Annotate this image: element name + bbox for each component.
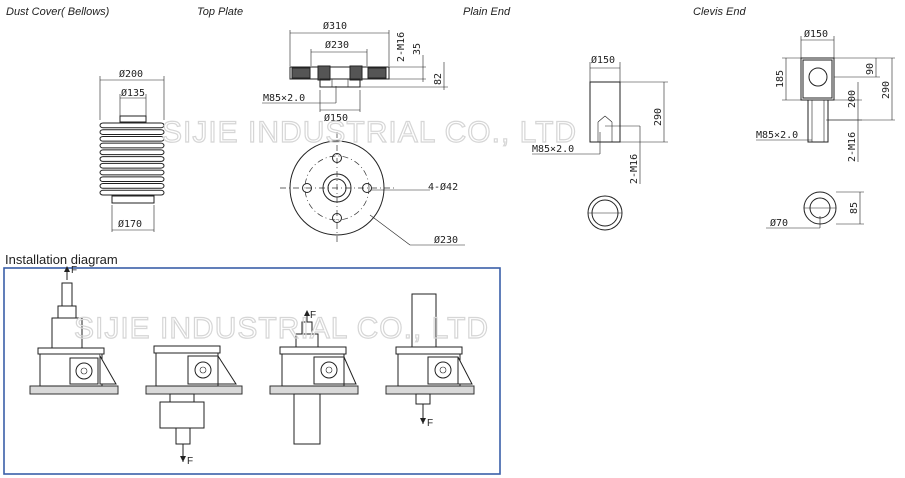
- plate-d150: Ø150: [324, 112, 348, 124]
- install-unit-1: F: [29, 265, 119, 395]
- plate-m16: 2-M16: [396, 32, 407, 62]
- plate-holes: 4-Ø42: [428, 181, 458, 193]
- force-label-2: F: [187, 456, 193, 467]
- plate-pcd: Ø230: [434, 234, 458, 246]
- installation-frame: [3, 267, 501, 475]
- plate-d310: Ø310: [323, 20, 347, 32]
- plain-h290: 290: [653, 108, 664, 126]
- plain-m16: 2-M16: [629, 154, 640, 184]
- plain-end-drawing: Ø150 290 M85×2.0 2-M16: [532, 54, 668, 231]
- force-label-3: F: [310, 310, 316, 321]
- force-label-1: F: [71, 265, 77, 276]
- plate-h35: 35: [412, 43, 423, 55]
- plate-d230: Ø230: [325, 39, 349, 51]
- clevis-h185: 185: [775, 70, 786, 88]
- title-plain-end: Plain End: [463, 6, 511, 18]
- title-clevis-end: Clevis End: [693, 6, 746, 18]
- top-plate-drawing: Ø310 Ø230 2-M16 35 82 M85×2.0 Ø150: [262, 20, 465, 246]
- watermark-top: SIJIE INDUSTRIAL CO., LTD: [162, 116, 577, 149]
- clevis-m16: 2-M16: [847, 132, 858, 162]
- plain-thread: M85×2.0: [532, 144, 574, 155]
- plate-h82: 82: [433, 73, 444, 85]
- dust-bottom-dim: Ø170: [118, 218, 142, 230]
- plate-thread: M85×2.0: [263, 93, 305, 104]
- clevis-h200: 200: [847, 90, 858, 108]
- title-top-plate: Top Plate: [197, 6, 243, 18]
- dust-inner-dim: Ø135: [121, 87, 145, 99]
- clevis-h290: 290: [881, 81, 892, 99]
- dust-cover-drawing: Ø200 Ø135 Ø170: [99, 68, 165, 232]
- clevis-end-drawing: Ø150 185 90 200 290 M85×2.0 2-M16: [756, 28, 895, 229]
- plain-d150: Ø150: [591, 54, 615, 66]
- title-installation: Installation diagram: [5, 252, 118, 267]
- install-unit-4: F: [385, 293, 475, 429]
- install-unit-2: F: [145, 345, 243, 467]
- clevis-d70: Ø70: [770, 217, 788, 229]
- title-dust-cover: Dust Cover( Bellows): [6, 6, 110, 18]
- clevis-h90: 90: [865, 63, 876, 75]
- watermark-bottom: SIJIE INDUSTRIAL CO., LTD: [74, 312, 489, 345]
- clevis-h85: 85: [849, 202, 860, 214]
- dust-outer-dim: Ø200: [119, 68, 143, 80]
- install-unit-3: F: [269, 310, 359, 445]
- clevis-d150: Ø150: [804, 28, 828, 40]
- clevis-thread: M85×2.0: [756, 130, 798, 141]
- force-label-4: F: [427, 418, 433, 429]
